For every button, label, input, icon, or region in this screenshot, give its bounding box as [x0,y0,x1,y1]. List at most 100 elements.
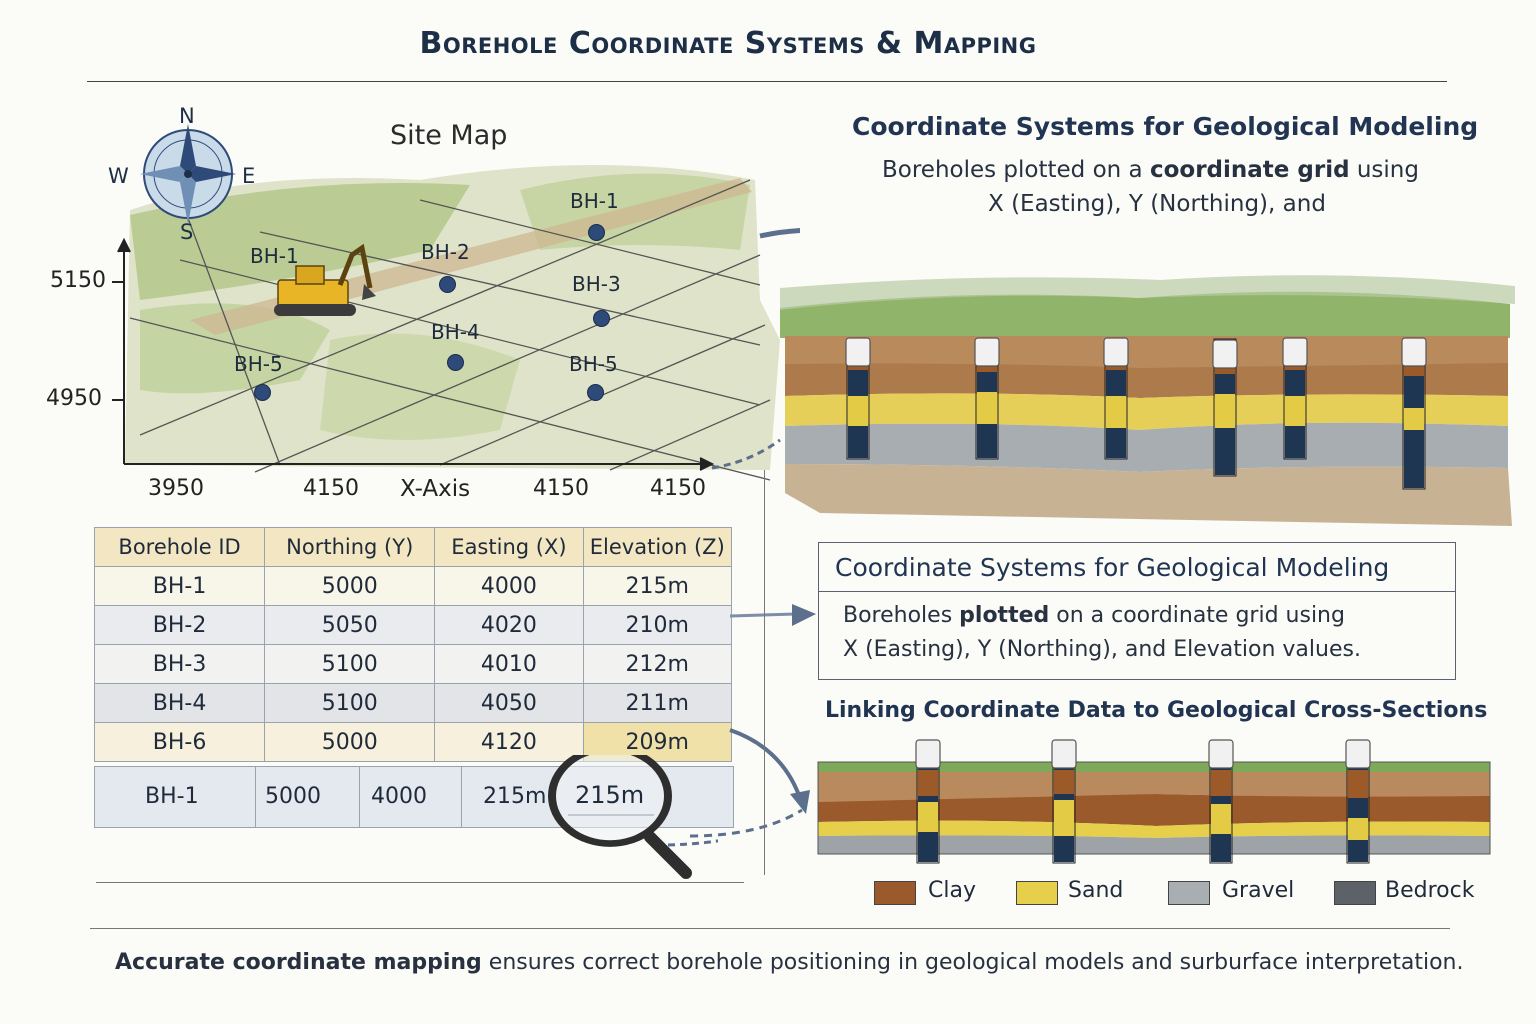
table-divider [96,882,744,883]
table-cell: 5000 [264,722,436,762]
map-borehole-label: BH-1 [570,189,619,213]
cell-divider [255,767,256,827]
table-cell: 4010 [434,644,584,684]
borehole-caps [915,739,1371,769]
y-tick-label: 4950 [46,386,102,411]
map-borehole-label: BH-5 [234,352,283,376]
footer-divider [90,928,1450,929]
arrow-to-section [759,228,800,239]
magnifier-icon [548,755,718,879]
map-borehole-label: BH-4 [431,320,480,344]
info-box-divider [819,591,1455,592]
footer-text: Accurate coordinate mapping ensures corr… [115,950,1464,975]
compass-south: S [180,220,194,244]
legend-label: Clay [928,878,976,903]
table-cell: 5050 [264,605,436,645]
table-cell: 4050 [434,683,584,723]
focus-cell: BH-1 [145,784,199,809]
map-axes [112,237,715,471]
compass: N S E W [108,104,268,244]
cross-section-top [780,275,1515,526]
grass-surface [780,291,1510,338]
excavator-icon [274,243,376,316]
cross-section-bottom [817,739,1491,864]
compass-east: E [242,164,256,188]
table-cell: 4020 [434,605,584,645]
table-cell: 215m [582,566,733,606]
table-cell-highlighted: 209m [582,722,733,762]
grass-patch [320,333,520,440]
grass-surface [818,762,1490,772]
table-cell: BH-6 [93,722,266,762]
table-cell: BH-4 [93,683,266,723]
table-row[interactable]: BH-1 5000 4000 215m [93,566,733,606]
x-tick-label: 4150 [650,476,706,501]
table-row[interactable]: BH-4 5100 4050 211m [93,683,733,723]
cell-divider [359,767,360,827]
map-borehole-label: BH-5 [569,352,618,376]
map-borehole-label: BH-2 [421,240,470,264]
map-borehole-label: BH-3 [572,272,621,296]
legend-swatch-clay [874,881,916,905]
focus-cell: 4000 [371,784,427,809]
borehole-marker[interactable] [588,224,605,241]
table-cell: BH-3 [93,644,266,684]
layer-gravel [785,422,1508,472]
table-cell: 212m [582,644,733,684]
x-tick-label: 4150 [533,476,589,501]
borehole-marker[interactable] [587,384,604,401]
table-row[interactable]: BH-6 5000 4120 209m [93,722,733,762]
section-description-line: X (Easting), Y (Northing), and [988,191,1326,217]
coordinate-table: Borehole ID Northing (Y) Easting (X) Ele… [93,527,733,762]
legend-label: Sand [1068,878,1124,903]
distant-hills [780,275,1515,310]
table-cell: 5100 [264,683,436,723]
cross-section-heading: Linking Coordinate Data to Geological Cr… [825,698,1488,723]
table-cell: 4000 [434,566,584,606]
column-header: Borehole ID [93,527,266,567]
info-box: Coordinate Systems for Geological Modeli… [818,542,1456,680]
table-to-info-arrow [730,604,816,626]
layer-topsoil [785,336,1508,368]
layer-rubble [785,464,1512,526]
y-tick-label: 5150 [50,268,106,293]
legend-label: Gravel [1222,878,1295,903]
title-divider [87,81,1447,82]
section-description-line: Boreholes plotted on a coordinate grid u… [882,157,1419,183]
table-cell: 211m [582,683,733,723]
layer-gravel [818,835,1490,854]
layer-topsoil [818,772,1490,802]
x-axis-label: X-Axis [400,476,471,502]
layer-clay [785,360,1508,398]
table-cell: BH-1 [93,566,266,606]
legend-swatch-bedrock [1334,881,1376,905]
dashed-arrow [711,438,781,470]
compass-north: N [179,104,195,128]
legend-swatch-gravel [1168,881,1210,905]
x-tick-label: 4150 [303,476,359,501]
borehole-caps [845,337,1427,369]
borehole-marker[interactable] [254,384,271,401]
borehole-marker[interactable] [593,310,610,327]
cell-divider [461,767,462,827]
connector-arrows [689,728,810,838]
focus-cell: 215m [483,784,547,809]
legend-label: Bedrock [1385,878,1475,903]
site-map-label: Site Map [390,120,508,151]
focus-cell: 5000 [265,784,321,809]
info-box-heading: Coordinate Systems for Geological Modeli… [835,553,1390,582]
magnified-value: 215m [575,781,645,809]
table-cell: 5100 [264,644,436,684]
grass-patch [140,303,330,394]
table-cell: 5000 [264,566,436,606]
borehole-marker[interactable] [439,276,456,293]
column-header: Easting (X) [434,527,584,567]
x-tick-label: 3950 [148,476,204,501]
borehole-marker[interactable] [447,354,464,371]
table-row[interactable]: BH-2 5050 4020 210m [93,605,733,645]
table-row[interactable]: BH-3 5100 4010 212m [93,644,733,684]
compass-rose-icon [140,124,236,224]
table-cell: BH-2 [93,605,266,645]
table-cell: 4120 [434,722,584,762]
legend-swatch-sand [1016,881,1058,905]
